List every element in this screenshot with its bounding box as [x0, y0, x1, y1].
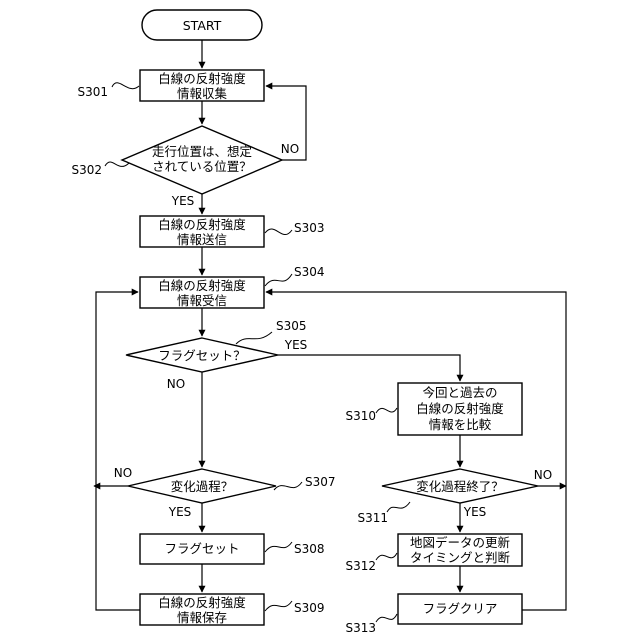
s302-no-label: NO [281, 142, 299, 156]
s302-yes-label: YES [171, 194, 195, 208]
s312-line-1: 地図データの更新 [410, 535, 510, 550]
s302-line-1: 走行位置は、想定 [152, 144, 252, 159]
decision-s307: 変化過程？ [128, 469, 276, 503]
s302-line-2: されている位置？ [152, 159, 252, 174]
s304-line-1: 白線の反射強度 [158, 278, 246, 293]
s309-line-1: 白線の反射強度 [158, 595, 246, 610]
process-s309: 白線の反射強度 情報保存 [140, 594, 264, 625]
s307-code: S307 [305, 475, 336, 489]
s310-line-1: 今回と過去の [422, 385, 497, 400]
s307-yes-label: YES [168, 505, 192, 519]
s309-leader [265, 601, 292, 611]
s307-no-label: NO [114, 466, 132, 480]
s301-leader [112, 83, 139, 89]
s313-leader [376, 614, 397, 622]
s302-leader [105, 162, 129, 166]
s311-code: S311 [357, 511, 388, 525]
s303-code: S303 [294, 221, 325, 235]
s309-line-2: 情報保存 [177, 610, 227, 625]
s304-line-2: 情報受信 [177, 293, 227, 308]
process-s308: フラグセット [140, 534, 264, 564]
s310-leader [376, 408, 397, 413]
s310-line-2: 白線の反射強度 [416, 401, 504, 416]
start-terminal: START [142, 10, 262, 40]
s305-no-label: NO [167, 377, 185, 391]
s311-no-label: NO [534, 468, 552, 482]
start-label: START [183, 18, 222, 33]
s307-label: 変化過程？ [171, 479, 234, 494]
s310-line-3: 情報を比較 [429, 417, 492, 432]
s304-leader [265, 274, 292, 286]
s305-code: S305 [276, 319, 307, 333]
s303-line-2: 情報送信 [177, 232, 227, 247]
s305-label: フラグセット？ [158, 348, 246, 363]
edge-s307-no [96, 292, 138, 486]
s308-label: フラグセット [164, 541, 239, 556]
s301-code: S301 [77, 85, 108, 99]
s311-leader [387, 502, 410, 512]
s311-label: 変化過程終了？ [416, 479, 504, 494]
s303-leader [265, 229, 292, 235]
s308-code: S308 [294, 542, 325, 556]
process-s312: 地図データの更新 タイミングと判断 [398, 534, 522, 566]
s304-code: S304 [294, 265, 325, 279]
s308-leader [265, 542, 292, 552]
process-s303: 白線の反射強度 情報送信 [140, 216, 264, 247]
s305-leader [236, 332, 272, 344]
process-s301: 白線の反射強度 情報収集 [140, 70, 264, 101]
s312-line-2: タイミングと判断 [410, 550, 510, 565]
s313-label: フラグクリア [423, 601, 498, 616]
s307-leader [274, 482, 302, 490]
s301-line-1: 白線の反射強度 [158, 71, 246, 86]
s312-leader [376, 553, 397, 560]
s313-code: S313 [345, 621, 376, 635]
decision-s302: 走行位置は、想定 されている位置？ [122, 126, 282, 194]
edge-s305-yes [278, 355, 460, 381]
s311-yes-label: YES [463, 505, 487, 519]
s302-code: S302 [71, 163, 102, 177]
s301-line-2: 情報収集 [177, 86, 228, 101]
s303-line-1: 白線の反射強度 [158, 217, 246, 232]
s305-yes-label: YES [284, 338, 308, 352]
s312-code: S312 [345, 559, 376, 573]
edge-s309-return [96, 486, 140, 610]
s309-code: S309 [294, 601, 325, 615]
s310-code: S310 [345, 409, 376, 423]
process-s304: 白線の反射強度 情報受信 [140, 277, 264, 308]
process-s313: フラグクリア [398, 594, 522, 624]
process-s310: 今回と過去の 白線の反射強度 情報を比較 [398, 383, 522, 435]
decision-s305: フラグセット？ [126, 338, 278, 372]
decision-s311: 変化過程終了？ [382, 469, 538, 503]
